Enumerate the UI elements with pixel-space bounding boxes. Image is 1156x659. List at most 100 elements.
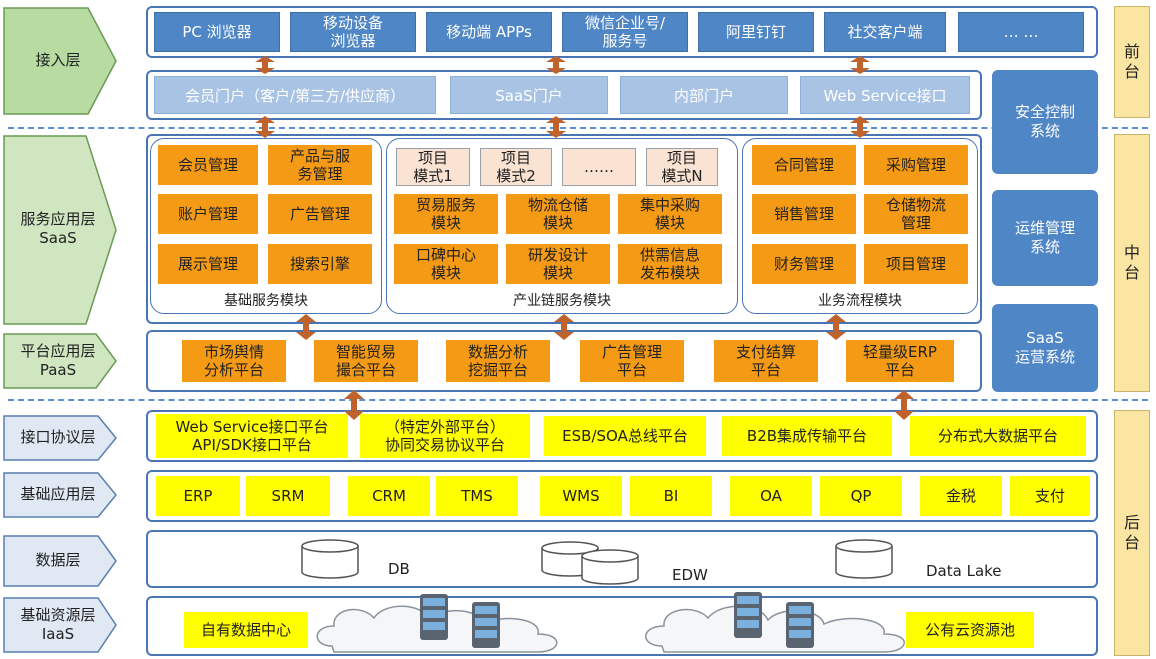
industry-chain-item: 集中采购 模块 xyxy=(618,194,722,234)
client-dingtalk: 阿里钉钉 xyxy=(698,12,814,52)
client-social: 社交客户端 xyxy=(824,12,946,52)
basic-service-item: 产品与服 务管理 xyxy=(268,145,372,185)
data-lake-label: Data Lake xyxy=(926,562,1002,580)
double-arrow-icon xyxy=(894,390,914,420)
tier-middle-label: 中 台 xyxy=(1114,134,1150,392)
client-mobile-apps: 移动端 APPs xyxy=(426,12,552,52)
layer-service-arrow: 服务应用层 SaaS xyxy=(0,134,120,326)
edw-label: EDW xyxy=(672,566,708,584)
double-arrow-icon xyxy=(255,116,275,138)
tier-back-label: 后 台 xyxy=(1114,410,1150,656)
basic-service-item: 广告管理 xyxy=(268,194,372,234)
layer-platform-label: 平台应用层 PaaS xyxy=(8,342,108,380)
server-icon xyxy=(780,600,820,650)
layer-resource-label: 基础资源层 IaaS xyxy=(8,606,108,644)
interface-item: ESB/SOA总线平台 xyxy=(544,416,706,456)
basic-app-item: TMS xyxy=(436,476,518,516)
database-icon xyxy=(300,538,360,580)
ops-management-system: 运维管理 系统 xyxy=(992,190,1098,286)
basic-app-item: QP xyxy=(820,476,902,516)
interface-item: B2B集成传输平台 xyxy=(722,416,892,456)
double-arrow-icon xyxy=(826,314,846,340)
front-middle-divider xyxy=(8,127,1148,129)
interface-item: 分布式大数据平台 xyxy=(910,416,1086,456)
layer-resource-arrow: 基础资源层 IaaS xyxy=(0,596,120,654)
layer-data-arrow: 数据层 xyxy=(0,534,120,588)
double-arrow-icon xyxy=(850,116,870,138)
paas-item: 广告管理 平台 xyxy=(580,340,684,382)
layer-interface-arrow: 接口协议层 xyxy=(0,414,120,462)
interface-item: Web Service接口平台 API/SDK接口平台 xyxy=(156,414,348,458)
basic-app-item: SRM xyxy=(246,476,330,516)
paas-item: 智能贸易 撮合平台 xyxy=(314,340,418,382)
basic-service-item: 展示管理 xyxy=(158,244,258,284)
basic-app-item: ERP xyxy=(156,476,240,516)
edw-database-icon xyxy=(540,540,640,586)
server-icon xyxy=(728,590,768,640)
business-flow-item: 仓储物流 管理 xyxy=(864,194,968,234)
double-arrow-icon xyxy=(255,56,275,74)
layer-access-arrow: 接入层 xyxy=(0,6,120,116)
saas-operation-system: SaaS 运营系统 xyxy=(992,304,1098,392)
portal-saas: SaaS门户 xyxy=(450,76,608,114)
industry-chain-item: 研发设计 模块 xyxy=(506,244,610,284)
client-pc-browser: PC 浏览器 xyxy=(154,12,280,52)
portal-member: 会员门户（客户/第三方/供应商） xyxy=(154,76,436,114)
industry-chain-item: 口碑中心 模块 xyxy=(394,244,498,284)
layer-data-label: 数据层 xyxy=(8,551,108,570)
double-arrow-icon xyxy=(344,390,364,420)
double-arrow-icon xyxy=(850,56,870,74)
basic-app-item: CRM xyxy=(348,476,430,516)
middle-back-divider xyxy=(8,399,1148,401)
data-lake-icon xyxy=(834,538,894,580)
paas-item: 数据分析 挖掘平台 xyxy=(446,340,550,382)
public-cloud-pool: 公有云资源池 xyxy=(906,612,1034,648)
industry-chain-item: 贸易服务 模块 xyxy=(394,194,498,234)
server-icon xyxy=(414,592,454,642)
layer-access-label: 接入层 xyxy=(8,51,108,70)
business-flow-item: 采购管理 xyxy=(864,145,968,185)
server-icon xyxy=(466,600,506,650)
paas-item: 轻量级ERP 平台 xyxy=(846,340,954,382)
business-flow-caption: 业务流程模块 xyxy=(742,290,978,310)
project-mode: 项目 模式1 xyxy=(396,148,470,186)
basic-app-item: OA xyxy=(730,476,812,516)
business-flow-item: 财务管理 xyxy=(752,244,856,284)
basic-app-item: WMS xyxy=(540,476,622,516)
basic-service-item: 会员管理 xyxy=(158,145,258,185)
basic-service-item: 搜索引擎 xyxy=(268,244,372,284)
db-label: DB xyxy=(388,560,410,578)
basic-service-item: 账户管理 xyxy=(158,194,258,234)
client-mobile-browser: 移动设备 浏览器 xyxy=(290,12,416,52)
security-control-system: 安全控制 系统 xyxy=(992,70,1098,174)
business-flow-item: 项目管理 xyxy=(864,244,968,284)
portal-internal: 内部门户 xyxy=(620,76,788,114)
layer-service-label: 服务应用层 SaaS xyxy=(8,210,108,248)
paas-item: 支付结算 平台 xyxy=(714,340,818,382)
business-flow-item: 合同管理 xyxy=(752,145,856,185)
basic-service-caption: 基础服务模块 xyxy=(150,290,382,310)
basic-app-item: 支付 xyxy=(1010,476,1090,516)
portal-webservice: Web Service接口 xyxy=(800,76,970,114)
double-arrow-icon xyxy=(546,56,566,74)
layer-basic-app-arrow: 基础应用层 xyxy=(0,471,120,519)
industry-chain-item: 供需信息 发布模块 xyxy=(618,244,722,284)
interface-item: （特定外部平台） 协同交易协议平台 xyxy=(360,414,530,458)
project-mode: 项目 模式N xyxy=(646,148,718,186)
layer-basic-app-label: 基础应用层 xyxy=(8,485,108,504)
project-mode: 项目 模式2 xyxy=(480,148,552,186)
layer-interface-label: 接口协议层 xyxy=(8,428,108,447)
basic-app-item: 金税 xyxy=(920,476,1002,516)
own-datacenter: 自有数据中心 xyxy=(184,612,308,648)
business-flow-item: 销售管理 xyxy=(752,194,856,234)
double-arrow-icon xyxy=(546,116,566,138)
project-mode: …… xyxy=(562,148,636,186)
double-arrow-icon xyxy=(554,314,574,340)
client-more: … … xyxy=(958,12,1084,52)
double-arrow-icon xyxy=(296,314,316,340)
layer-platform-arrow: 平台应用层 PaaS xyxy=(0,332,120,390)
tier-front-label: 前 台 xyxy=(1114,6,1150,118)
paas-item: 市场舆情 分析平台 xyxy=(182,340,286,382)
industry-chain-item: 物流仓储 模块 xyxy=(506,194,610,234)
basic-app-item: BI xyxy=(630,476,712,516)
